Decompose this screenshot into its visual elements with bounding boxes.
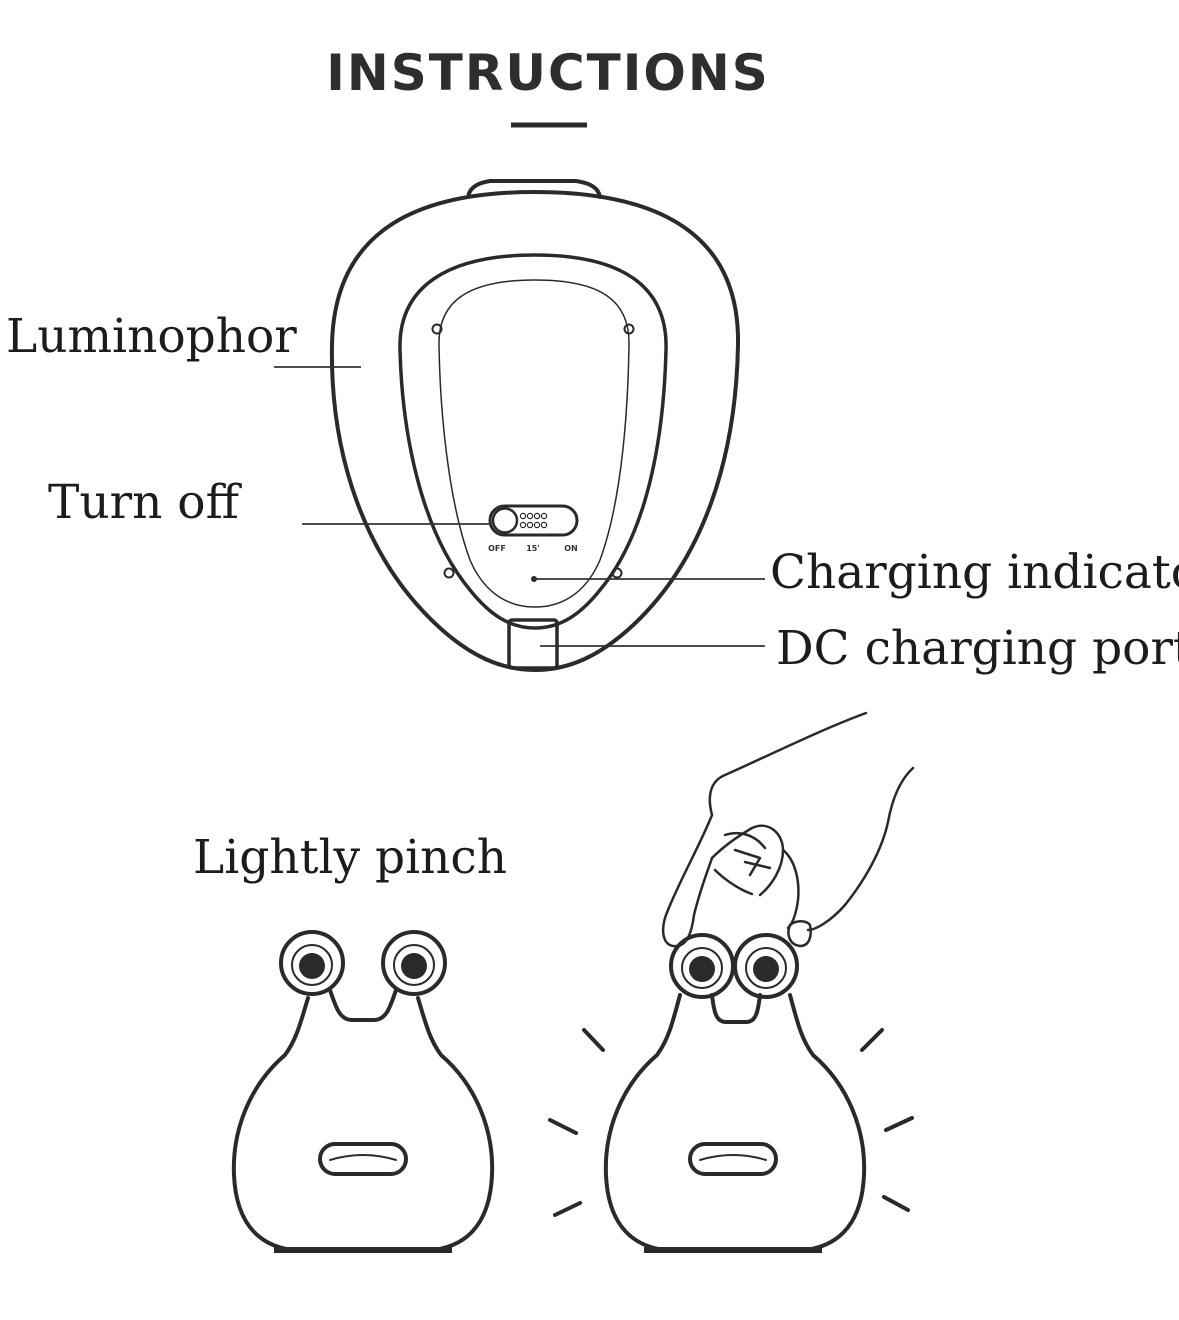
lamp-top-bump [466,179,602,199]
glow-rays [548,1028,914,1217]
snail-lamp-on [548,933,914,1253]
screw-icon [611,567,623,579]
hand-icon [661,711,915,948]
screw-icon [623,323,635,335]
screw-icon [431,323,443,335]
pupil-right [401,953,427,979]
switch-knob [491,507,519,534]
switch-label-on: ON [564,544,578,553]
pupil-right [753,956,779,982]
snail-lamp-off [231,930,495,1253]
snail-body [603,993,867,1252]
lamp-inner-panel [398,253,668,630]
eye-left-ring [681,947,723,989]
eye-right-ring [393,944,435,986]
mouth-inner [329,1154,397,1161]
callout-luminophor: Luminophor [6,309,297,364]
screw-icon [443,567,455,579]
callout-charging-indicator: Charging indicator [770,545,1179,600]
mouth-inner [699,1154,767,1161]
snail-mouth [688,1142,778,1176]
eye-left-ring [291,944,333,986]
switch-label-off: OFF [488,544,506,553]
eye-right-ring [745,947,787,989]
eye-right-icon [381,930,447,996]
lamp-thin-panel [438,279,630,608]
dc-charging-port[interactable] [507,618,559,670]
page-title: INSTRUCTIONS [326,44,769,102]
pinch-label: Lightly pinch [193,830,507,885]
callout-turn-off: Turn off [48,475,243,530]
lamp-outer-shell [329,190,741,672]
snail-body [231,996,495,1252]
snail-mouth [318,1142,408,1176]
snail-neck [710,993,762,1024]
pupil-left [299,953,325,979]
eye-right-icon [733,933,799,999]
pupil-left [689,956,715,982]
lamp-back-view: OFF 15' ON [329,179,741,672]
eye-left-icon [279,930,345,996]
power-switch[interactable] [488,504,579,537]
switch-grip-dots [519,512,548,529]
snail-neck [328,988,398,1022]
callout-dc-port: DC charging port [776,621,1179,676]
switch-label-15: 15' [526,544,540,553]
